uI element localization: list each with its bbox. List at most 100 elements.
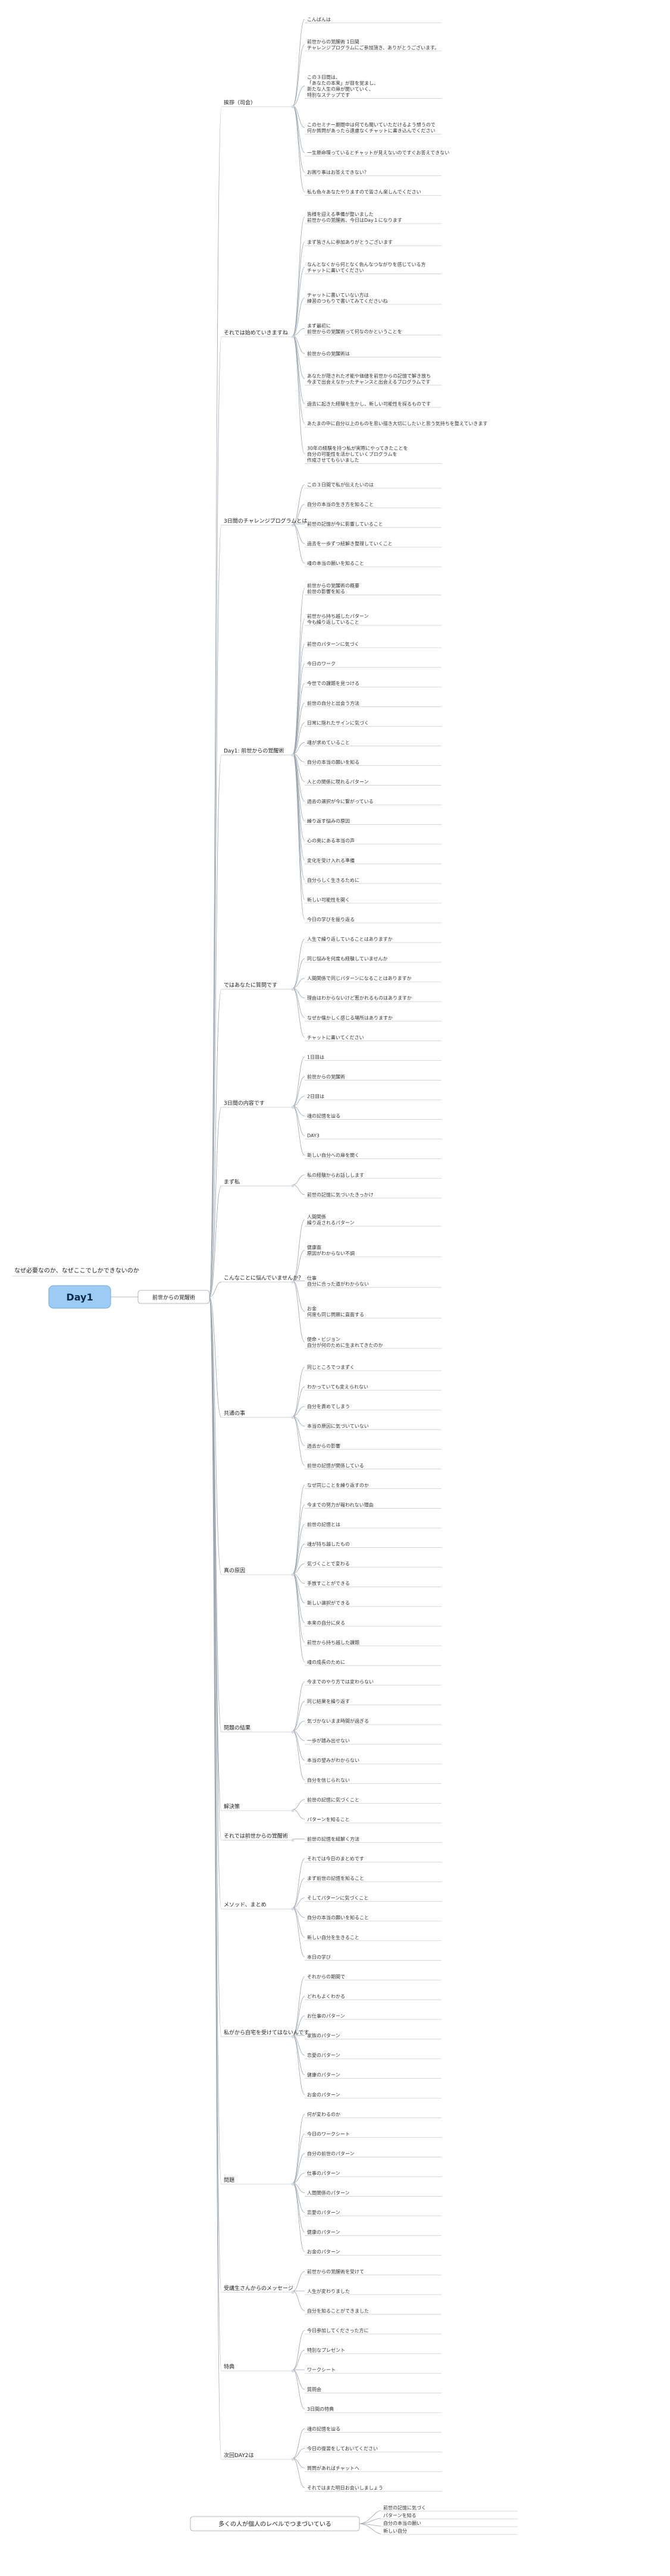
branch-item[interactable]: 同じところでつまずく	[305, 1364, 442, 1371]
branch-item[interactable]: 30年の経験を持つ私が実際にやってきたことを自分の可能性を活かしていくプログラム…	[305, 445, 442, 464]
branch-item[interactable]: 魂の成長のために	[305, 1659, 442, 1666]
branch-item[interactable]: お仕事のパターン	[305, 2013, 442, 2020]
branch-item[interactable]: どれもよくわかる	[305, 1994, 442, 2000]
branch-node[interactable]: 解決策	[221, 1803, 295, 1812]
branch-item[interactable]: 3日間の特典	[305, 2406, 442, 2413]
branch-node[interactable]: 問題の結果	[221, 1724, 295, 1734]
branch-item[interactable]: パターンを知ること	[305, 1816, 442, 1823]
branch-item[interactable]: 理由はわからないけど惹かれるものはありますか	[305, 995, 442, 1002]
branch-item[interactable]: 一歩が踏み出せない	[305, 1738, 442, 1745]
branch-item[interactable]: 今日の復習をしておいてください	[305, 2445, 442, 2452]
branch-item[interactable]: 質問があればチャットへ	[305, 2465, 442, 2472]
branch-node[interactable]: それでは始めていきますね	[221, 329, 295, 338]
branch-item[interactable]: 人間関係のパターン	[305, 2191, 442, 2197]
branch-collapse-dot[interactable]	[291, 1416, 295, 1419]
branch-item[interactable]: 人生が変わりました	[305, 2288, 442, 2295]
branch-item[interactable]: こんばんは	[305, 17, 442, 23]
branch-item[interactable]: 人との関係に現れるパターン	[305, 780, 442, 786]
branch-collapse-dot[interactable]	[291, 753, 295, 757]
branch-item[interactable]: 前世の記憶に気づくこと	[305, 1796, 442, 1804]
branch-item[interactable]: 今日参加してくださった方に	[305, 2327, 442, 2335]
branch-item[interactable]: チャットに書いてください	[305, 1034, 442, 1041]
branch-collapse-dot[interactable]	[291, 1838, 295, 1842]
branch-item[interactable]: 本当の原因に気づいていない	[305, 1423, 442, 1430]
branch-item[interactable]: 変化を受け入れる準備	[305, 857, 442, 865]
branch-item[interactable]: なぜ同じことを繰り返すのか	[305, 1482, 442, 1489]
branch-item[interactable]: それではまた明日お会いしましょう	[305, 2484, 442, 2492]
branch-item[interactable]: 2日目は	[305, 1094, 442, 1100]
branch-item[interactable]: まず前世の記憶を知ること	[305, 1876, 442, 1882]
branch-node[interactable]: 真の原因	[221, 1567, 295, 1576]
branch-item[interactable]: 1日目は	[305, 1054, 442, 1061]
branch-item[interactable]: 魂が持ち越したもの	[305, 1541, 442, 1548]
bottom-item-text[interactable]: 新しい自分	[383, 2528, 407, 2534]
branch-node[interactable]: まず私	[221, 1179, 295, 1188]
branch-item[interactable]: そしてパターンに気づくこと	[305, 1895, 442, 1902]
branch-item[interactable]: 自分の本当の願いを知ること	[305, 1915, 442, 1922]
branch-item[interactable]: 同じ結果を繰り返す	[305, 1698, 442, 1705]
branch-node[interactable]: それでは前世からの覚醒術	[221, 1832, 295, 1842]
branch-item[interactable]: 今世での課題を見つける	[305, 680, 442, 687]
branch-item[interactable]: 私の経験からお話しします	[305, 1172, 442, 1179]
branch-item[interactable]: 心の奥にある本当の声	[305, 838, 442, 845]
bottom-item-text[interactable]: パターンを知る	[383, 2512, 417, 2518]
branch-collapse-dot[interactable]	[291, 2369, 295, 2373]
branch-item[interactable]: それでは今日のまとめです	[305, 1856, 442, 1862]
branch-collapse-dot[interactable]	[291, 1809, 295, 1812]
branch-collapse-dot[interactable]	[291, 335, 295, 338]
branch-item[interactable]: 家族のパターン	[305, 2032, 442, 2040]
branch-item[interactable]: 自分を知ることができました	[305, 2308, 442, 2315]
branch-node[interactable]: 3日間の内容です	[221, 1099, 295, 1109]
branch-item[interactable]: 前世の記憶が今に影響していること	[305, 521, 442, 528]
branch-item[interactable]: 日常に隠れたサインに気づく	[305, 720, 442, 727]
branch-node[interactable]: 私がから自宅を受けてはないんです	[221, 2029, 309, 2038]
branch-collapse-dot[interactable]	[291, 2182, 295, 2186]
branch-item[interactable]: 前世から持ち越した課題	[305, 1639, 442, 1647]
branch-item[interactable]: 新しい自分を生きること	[305, 1934, 442, 1942]
bottom-item-text[interactable]: 自分の本当の願い	[383, 2520, 421, 2526]
branch-collapse-dot[interactable]	[291, 2458, 295, 2461]
branch-collapse-dot[interactable]	[291, 2035, 295, 2038]
branch-item[interactable]: 前世の記憶に気づいたきっかけ	[305, 1192, 442, 1199]
branch-item[interactable]: 魂が求めていること	[305, 739, 442, 746]
branch-item[interactable]: あたまの中に自分以上のものを思い描き大切にしたいと思う気持ちを整えていきます	[305, 420, 487, 428]
branch-item[interactable]: 魂の記憶を辿る	[305, 2426, 442, 2433]
branch-item[interactable]: 自分の前世のパターン	[305, 2150, 442, 2157]
branch-collapse-dot[interactable]	[291, 1184, 295, 1188]
branch-node[interactable]: 挨拶（司会）	[221, 99, 295, 109]
branch-item[interactable]: 人生で繰り返していることはありますか	[305, 936, 442, 943]
branch-item[interactable]: 私も色々あなたやりますので皆さん楽しんでください	[305, 189, 442, 196]
branch-item[interactable]: お金のパターン	[305, 2091, 442, 2099]
branch-item[interactable]: それからの期間で	[305, 1974, 442, 1981]
branch-item[interactable]: 今日の学びを振り返る	[305, 916, 442, 923]
branch-item[interactable]: 前世の記憶を紐解く方法	[305, 1836, 442, 1843]
branch-item[interactable]: 今までのやり方では変わらない	[305, 1679, 442, 1686]
branch-node[interactable]: ではあなたに質問です	[221, 982, 295, 991]
branch-node[interactable]: 受講生さんからのメッセージ	[221, 2285, 295, 2294]
branch-item[interactable]: 気づかないまま時間が過ぎる	[305, 1718, 442, 1725]
branch-item[interactable]: 魂の記憶を辿る	[305, 1113, 442, 1120]
branch-item[interactable]: 一生懸命喋っているとチャットが見えないのですぐお答えできない	[305, 150, 449, 157]
branch-item[interactable]: 前世からの覚醒術を受けて	[305, 2269, 442, 2276]
branch-item[interactable]: 本日の学び	[305, 1954, 442, 1961]
branch-item[interactable]: 前世の自分と出会う方法	[305, 700, 442, 707]
branch-item[interactable]: お金のパターン	[305, 2249, 442, 2256]
branch-item[interactable]: まず皆さんに参加ありがとうございます	[305, 239, 442, 246]
branch-node[interactable]: Day1: 前世からの覚醒術	[221, 747, 295, 757]
branch-item[interactable]: 過去からの影響	[305, 1443, 442, 1450]
branch-item[interactable]: 魂の本当の願いを知ること	[305, 560, 442, 567]
branch-collapse-dot[interactable]	[291, 523, 295, 527]
branch-node[interactable]: 問題	[221, 2177, 295, 2186]
branch-item[interactable]: 新しい自分への扉を開く	[305, 1152, 442, 1160]
branch-item[interactable]: あなたが隠された才能や価値を前世からの記憶で解き放ち今まで出会えなかったチャンス…	[305, 373, 442, 386]
branch-item[interactable]: 本当の望みがわからない	[305, 1757, 442, 1764]
branch-item[interactable]: 特別なプレゼント	[305, 2347, 442, 2354]
branch-item[interactable]: 仕事のパターン	[305, 2170, 442, 2177]
